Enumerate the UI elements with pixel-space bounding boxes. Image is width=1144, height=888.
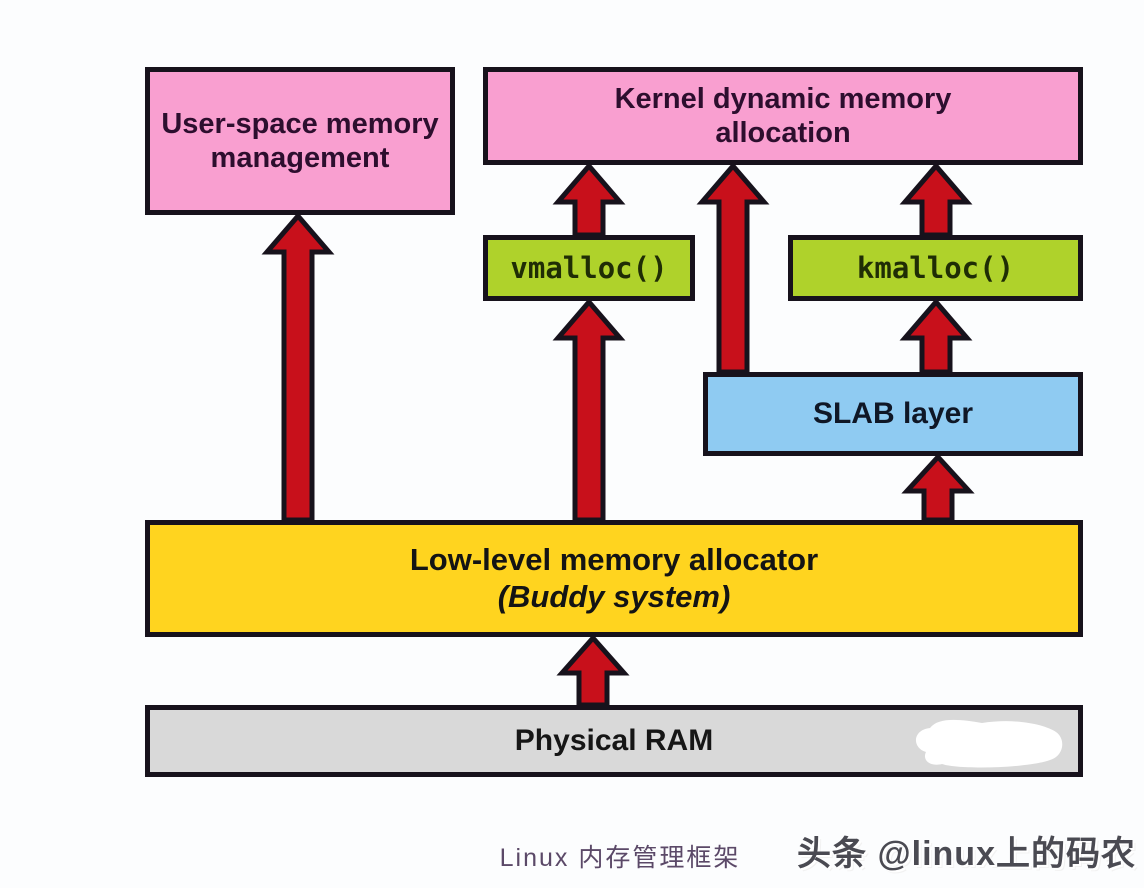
node-label: User-space memory management [161,107,439,174]
node-label: Kernel dynamic memory allocation [614,82,952,149]
arrow-buddy-to-user-space [261,212,335,523]
node-user-space-memory-management: User-space memory management [145,67,455,215]
arrow-slab-to-kernel [696,162,770,375]
diagram-caption: Linux 内存管理框架 [499,844,741,872]
node-label: Physical RAM [514,724,714,758]
arrow-buddy-to-vmalloc [552,298,626,523]
node-kernel-dynamic-memory-allocation: Kernel dynamic memory allocation [483,67,1083,165]
arrow-slab-to-kmalloc [899,298,973,375]
node-low-level-memory-allocator: Low-level memory allocator (Buddy system… [145,520,1083,637]
arrow-vmalloc-to-kernel [552,162,626,238]
node-slab-layer: SLAB layer [703,372,1083,456]
node-label-line1: Low-level memory allocator [409,541,819,577]
author-watermark: 头条 @linux上的码农 [797,835,1136,873]
node-label: kmalloc() [856,250,1015,285]
arrow-buddy-to-slab [901,453,975,523]
arrow-ram-to-buddy [556,634,630,708]
node-label: vmalloc() [510,250,668,285]
arrow-kmalloc-to-kernel [899,162,973,238]
node-vmalloc: vmalloc() [483,235,695,301]
node-label-line2: (Buddy system) [497,578,731,614]
white-smudge-blob [915,719,1063,768]
node-label: SLAB layer [812,397,974,431]
node-kmalloc: kmalloc() [788,235,1083,301]
